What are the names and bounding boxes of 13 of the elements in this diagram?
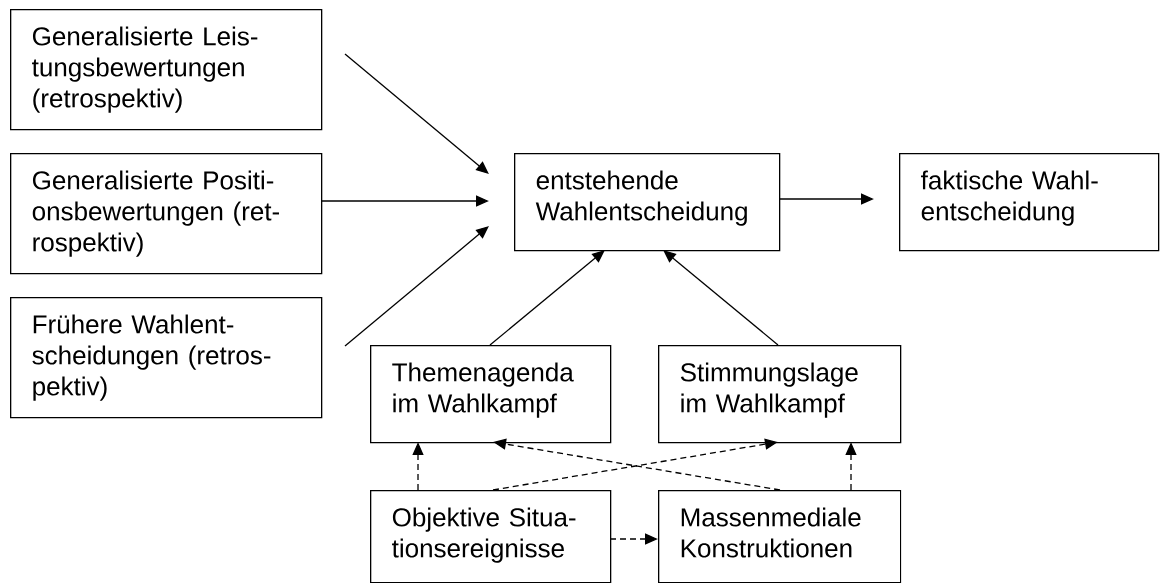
process-box: Objektive Situa- tionsereignisse <box>370 490 612 583</box>
arrow <box>663 250 779 346</box>
arrow <box>344 226 489 347</box>
process-box: Themenagenda im Wahlkampf <box>370 345 612 444</box>
process-box: entstehende Wahlentscheidung <box>514 153 781 252</box>
process-box: Frühere Wahlent- scheidungen (retros- pektiv) <box>10 297 323 419</box>
process-box: Stimmungslage im Wahlkampf <box>658 345 902 444</box>
process-box: Generalisierte Positi- onsbewertungen (ret- rospektiv) <box>10 153 323 275</box>
arrow <box>344 53 489 174</box>
process-box: Generalisierte Leis- tungsbewertungen (retrospektiv) <box>10 9 323 131</box>
process-box: Massenmediale Konstruktionen <box>658 490 902 583</box>
process-box: faktische Wahl- entscheidung <box>899 153 1160 252</box>
arrow <box>489 250 605 346</box>
